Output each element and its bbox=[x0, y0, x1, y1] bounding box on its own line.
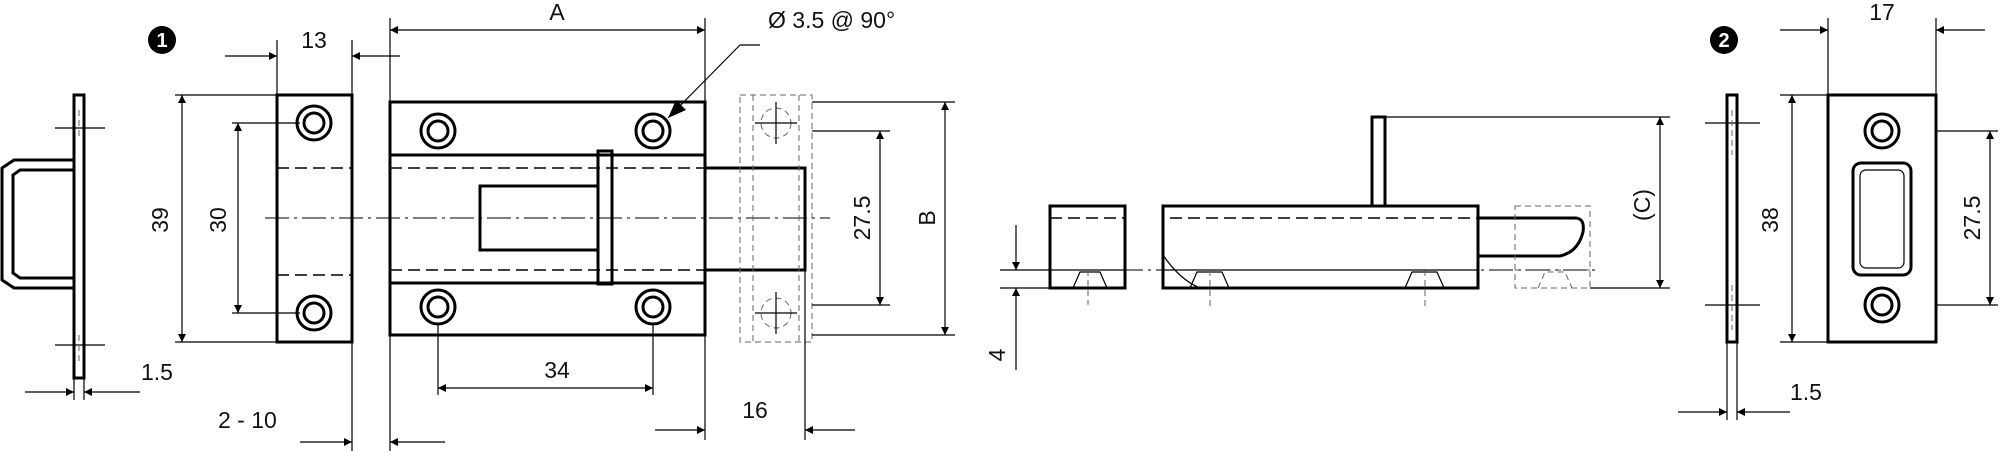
dim-c: (C) bbox=[1629, 189, 1655, 221]
dim-range-2-10: 2 - 10 bbox=[218, 407, 277, 433]
side-profile-bracket bbox=[0, 93, 105, 380]
dim-thickness-1-5-left: 1.5 bbox=[141, 359, 173, 385]
dim-spacing-34: 34 bbox=[544, 357, 570, 383]
dim-height-27-5-right: 27.5 bbox=[1959, 196, 1985, 241]
dim-height-39: 39 bbox=[147, 207, 173, 233]
bolt-body bbox=[265, 100, 830, 337]
dim-a: A bbox=[549, 0, 565, 25]
strike-plate-front bbox=[1826, 93, 1938, 344]
dim-hole-note: Ø 3.5 @ 90° bbox=[768, 7, 895, 33]
view-2-marker: 2 bbox=[1710, 26, 1738, 54]
strike-plate-side bbox=[1705, 93, 1760, 344]
dim-height-30: 30 bbox=[205, 207, 231, 233]
dim-width-13: 13 bbox=[301, 27, 327, 53]
view-2-marker-label: 2 bbox=[1718, 30, 1729, 52]
dim-height-27-5: 27.5 bbox=[849, 196, 875, 241]
dim-width-17: 17 bbox=[1869, 0, 1895, 25]
dim-height-38: 38 bbox=[1757, 207, 1783, 233]
view-2-dimensions bbox=[1678, 18, 1998, 420]
dim-slot-16: 16 bbox=[742, 397, 768, 423]
dim-b: B bbox=[914, 210, 940, 225]
view-1-dimensions bbox=[25, 18, 955, 451]
side-view-assembly bbox=[1008, 115, 1600, 310]
view-1-marker-label: 1 bbox=[156, 30, 167, 52]
side-view-dimensions bbox=[1000, 116, 1670, 370]
strike-plate-phantom bbox=[739, 94, 813, 343]
view-1-marker: 1 bbox=[148, 26, 176, 54]
dim-thickness-1-5-right: 1.5 bbox=[1790, 379, 1822, 405]
dim-thickness-4: 4 bbox=[984, 348, 1010, 361]
